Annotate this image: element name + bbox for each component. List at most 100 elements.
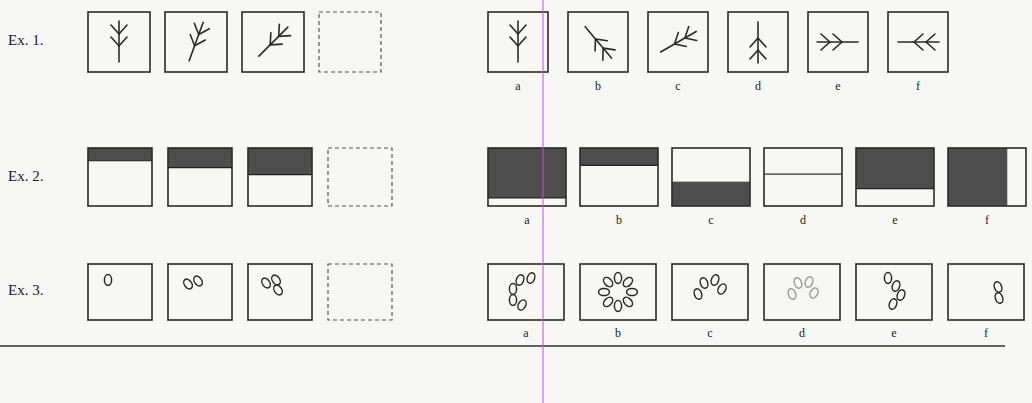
branch-stroke <box>270 38 282 50</box>
series-box <box>248 264 312 320</box>
branch-figure <box>253 21 293 61</box>
branch-stroke <box>273 24 285 36</box>
branch-stroke <box>279 30 291 42</box>
option-box <box>568 12 628 72</box>
oval <box>884 273 891 284</box>
branch-stroke <box>595 34 607 46</box>
oval <box>787 288 797 301</box>
branch-stroke <box>118 21 120 62</box>
oval-group <box>599 273 638 312</box>
branch-stroke <box>517 21 519 62</box>
branch-figure <box>579 22 618 64</box>
option-letter: c <box>675 80 680 93</box>
option-letter: e <box>892 214 897 227</box>
option-letter: f <box>985 214 989 227</box>
oval <box>793 277 803 290</box>
oval-group <box>787 276 820 301</box>
branch-stroke <box>821 34 830 42</box>
divider <box>168 167 232 168</box>
option-box <box>488 12 548 72</box>
divider <box>488 197 566 198</box>
option-box <box>648 12 708 72</box>
oval <box>602 296 615 309</box>
option-letter: b <box>616 214 622 227</box>
margin-line <box>543 0 544 403</box>
option-letter: d <box>755 80 761 93</box>
option-letter: f <box>916 80 920 93</box>
branch-figure <box>111 21 127 62</box>
branch-stroke <box>926 42 935 50</box>
option-box <box>856 148 934 206</box>
oval <box>104 275 111 286</box>
oval-group <box>104 275 111 286</box>
series-box <box>248 148 312 206</box>
divider <box>764 174 842 175</box>
oval <box>614 301 621 312</box>
branch-stroke <box>510 37 518 46</box>
oval-group <box>509 272 536 312</box>
exercise-label: Ex. 3. <box>8 282 43 299</box>
branch-stroke <box>914 42 923 50</box>
divider <box>856 188 934 189</box>
branch-stroke <box>758 50 766 59</box>
shading <box>856 148 934 189</box>
branch-stroke <box>585 27 611 58</box>
oval <box>622 276 635 289</box>
exercise-row <box>88 148 1026 206</box>
shading <box>248 148 312 175</box>
option-letter: d <box>800 214 806 227</box>
exercise-row <box>88 12 948 72</box>
oval <box>614 273 621 284</box>
dark-band <box>856 148 934 189</box>
option-box <box>580 264 656 320</box>
oval <box>526 272 536 285</box>
option-letter: e <box>891 327 896 340</box>
option-letter: f <box>984 327 988 340</box>
oval <box>808 287 820 300</box>
option-letter: a <box>524 214 529 227</box>
dark-band <box>248 148 312 175</box>
branch-figure <box>657 25 701 59</box>
branch-figure <box>898 34 939 50</box>
series-box <box>88 12 150 72</box>
dark-band <box>948 148 1007 206</box>
series-box <box>165 12 227 72</box>
option-box <box>948 148 1026 206</box>
branch-stroke <box>111 25 119 34</box>
branch-stroke <box>758 38 766 47</box>
branch-stroke <box>757 22 759 63</box>
branch-stroke <box>898 41 939 43</box>
branch-stroke <box>817 41 858 43</box>
dark-band <box>168 148 232 168</box>
option-letter: e <box>835 80 840 93</box>
oval <box>896 289 906 302</box>
oval <box>622 296 635 309</box>
oval-group <box>182 275 204 291</box>
oval <box>516 299 528 312</box>
oval <box>192 275 204 288</box>
oval <box>804 276 814 289</box>
option-letter: c <box>707 327 712 340</box>
branch-stroke <box>685 34 697 45</box>
answer-slot <box>328 148 392 206</box>
answer-slot <box>328 264 392 320</box>
branch-stroke <box>661 32 697 53</box>
oval <box>699 277 709 290</box>
answer-slot <box>319 12 381 72</box>
branch-figure <box>817 34 858 50</box>
oval <box>509 284 516 295</box>
series-box <box>88 148 152 206</box>
branch-stroke <box>821 42 830 50</box>
oval <box>272 284 284 297</box>
branch-stroke <box>259 27 288 56</box>
option-letter: b <box>595 80 601 93</box>
shading <box>88 148 152 161</box>
branch-stroke <box>914 34 923 42</box>
dark-band <box>88 148 152 161</box>
dark-band <box>672 182 750 206</box>
exercise-row <box>88 264 1024 320</box>
branch-stroke <box>119 25 127 34</box>
oval <box>509 295 516 306</box>
